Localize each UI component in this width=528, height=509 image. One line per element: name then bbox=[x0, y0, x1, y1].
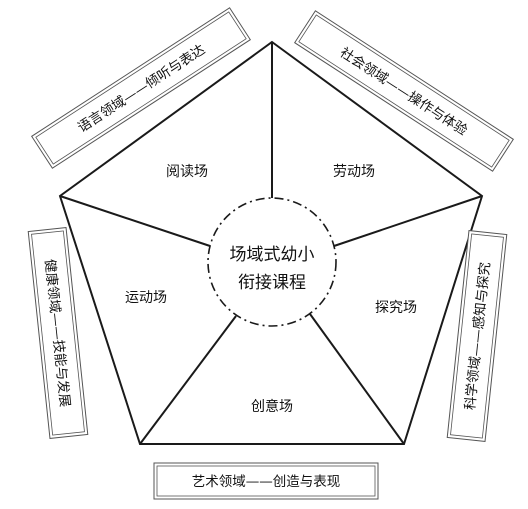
domain-box-health: 健康领域——技能与发展 bbox=[27, 227, 89, 439]
zone-label-labor: 劳动场 bbox=[333, 164, 375, 180]
domain-box-science: 科学领域——感知与探究 bbox=[446, 230, 508, 442]
spoke-left bbox=[59, 195, 211, 247]
spoke-right bbox=[333, 195, 483, 247]
spoke-bottom-left bbox=[139, 315, 237, 445]
center-title-line2: 衔接课程 bbox=[238, 273, 306, 293]
spoke-bottom-right bbox=[309, 313, 405, 445]
domain-box-language-outer bbox=[30, 7, 252, 169]
domain-label-language: 语言领域——倾听与表达 bbox=[75, 41, 209, 136]
domain-box-science-inner bbox=[450, 233, 504, 439]
domain-label-social: 社会领域——操作与体验 bbox=[337, 45, 471, 140]
domain-box-art-inner bbox=[156, 465, 376, 497]
pentagon-outline bbox=[58, 40, 484, 445]
zone-label-creativity: 创意场 bbox=[251, 398, 293, 415]
domain-box-social: 社会领域——操作与体验 bbox=[293, 10, 515, 172]
domain-box-language-inner bbox=[35, 11, 247, 165]
zone-label-sports: 运动场 bbox=[125, 290, 167, 306]
domain-box-art: 艺术领域——创造与表现 bbox=[153, 462, 379, 500]
domain-label-art: 艺术领域——创造与表现 bbox=[192, 474, 341, 490]
center-circle bbox=[207, 197, 337, 327]
zone-label-exploration: 探究场 bbox=[375, 300, 417, 316]
domain-box-art-outer bbox=[153, 462, 379, 500]
domain-box-social-inner bbox=[298, 14, 510, 168]
center-title-line1: 场域式幼小 bbox=[230, 245, 315, 265]
domain-box-health-inner bbox=[31, 230, 85, 436]
zone-label-reading: 阅读场 bbox=[166, 163, 208, 180]
domain-box-science-outer bbox=[446, 230, 508, 442]
domain-box-language: 语言领域——倾听与表达 bbox=[30, 7, 252, 169]
domain-box-social-outer bbox=[293, 10, 515, 172]
domain-box-health-outer bbox=[27, 227, 89, 439]
